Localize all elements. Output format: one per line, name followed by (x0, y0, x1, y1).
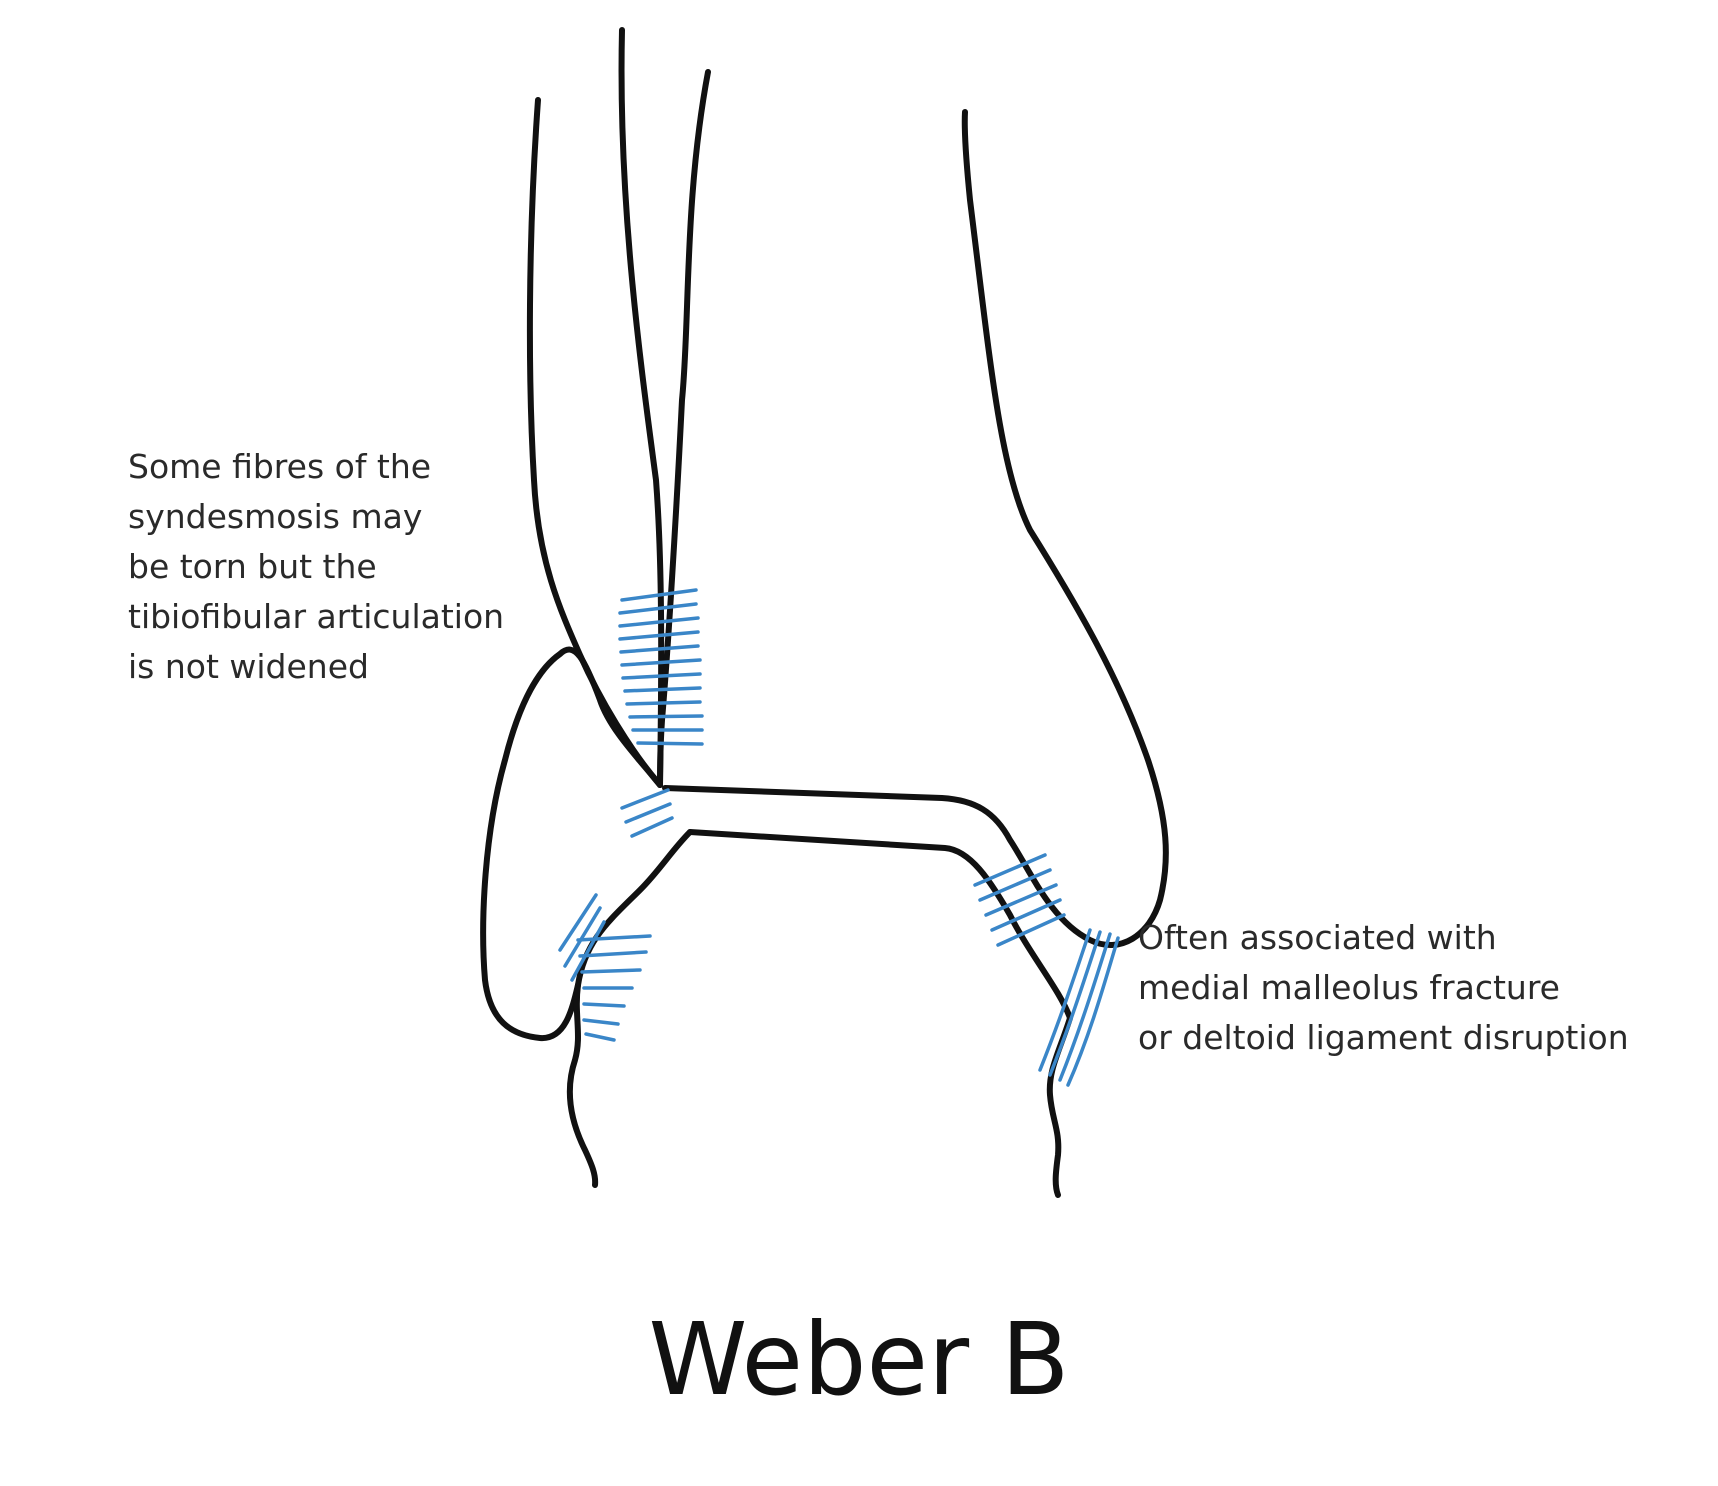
tibia-lateral-edge (657, 69, 711, 788)
annotation-line: syndesmosis may (128, 497, 423, 536)
annotation-line: Some fibres of the (128, 447, 432, 486)
deltoid-ligament-hatching (973, 853, 1066, 947)
annotation-line: is not widened (128, 647, 369, 686)
tibial-plafond-upper (662, 109, 1169, 948)
lateral-collateral-ligament (558, 893, 652, 1042)
talar-dome (687, 829, 1073, 1021)
anterior-tibiofibular-ligament (620, 788, 674, 838)
fibula-lateral-edge (526, 97, 663, 788)
annotation-line: tibiofibular articulation (128, 597, 505, 636)
lateral-malleolus (480, 646, 663, 1042)
annotation-line: or deltoid ligament disruption (1138, 1018, 1629, 1057)
diagram-title: Weber B (648, 1301, 1070, 1418)
annotation-line: medial malleolus fracture (1138, 968, 1560, 1007)
annotation-line: be torn but the (128, 547, 377, 586)
medial-malleolus-annotation: Often associated with medial malleolus f… (1138, 913, 1629, 1063)
talus-lateral-edge (566, 829, 693, 1188)
bone-outlines (480, 27, 1169, 1198)
fibula-medial-edge (618, 27, 665, 788)
deltoid-ligament-disruption (1038, 928, 1120, 1087)
syndesmosis-annotation: Some fibres of the syndesmosis may be to… (128, 442, 504, 692)
annotation-line: Often associated with (1138, 918, 1497, 957)
syndesmosis-ligament (618, 588, 704, 746)
